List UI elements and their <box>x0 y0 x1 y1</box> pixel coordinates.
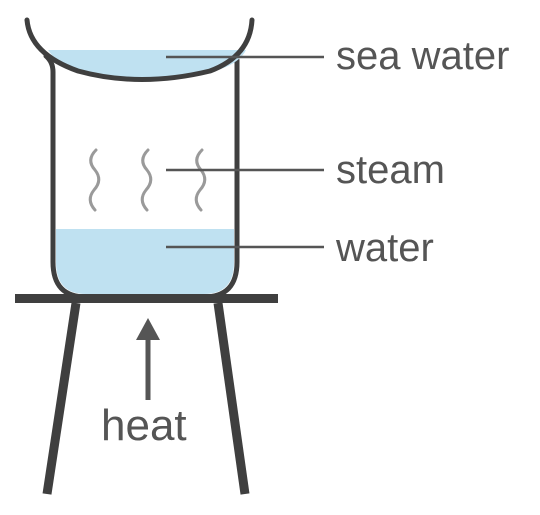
steam-wisp-right <box>194 148 207 212</box>
tripod-leg-left <box>42 302 81 495</box>
steam-wisp-left <box>88 148 101 212</box>
beaker <box>43 53 240 300</box>
steam-wisps <box>88 148 207 212</box>
label-heat: heat <box>101 401 187 450</box>
label-sea-water: sea water <box>336 34 510 78</box>
sea-water <box>48 50 246 79</box>
bowl <box>24 17 255 82</box>
tripod-leg-right <box>213 302 250 495</box>
tripod-top <box>15 294 278 303</box>
steam-wisp-middle <box>140 148 153 212</box>
label-steam: steam <box>336 148 445 192</box>
heat-arrow-head <box>136 318 160 340</box>
label-water: water <box>336 226 434 270</box>
collected-water <box>56 229 234 294</box>
